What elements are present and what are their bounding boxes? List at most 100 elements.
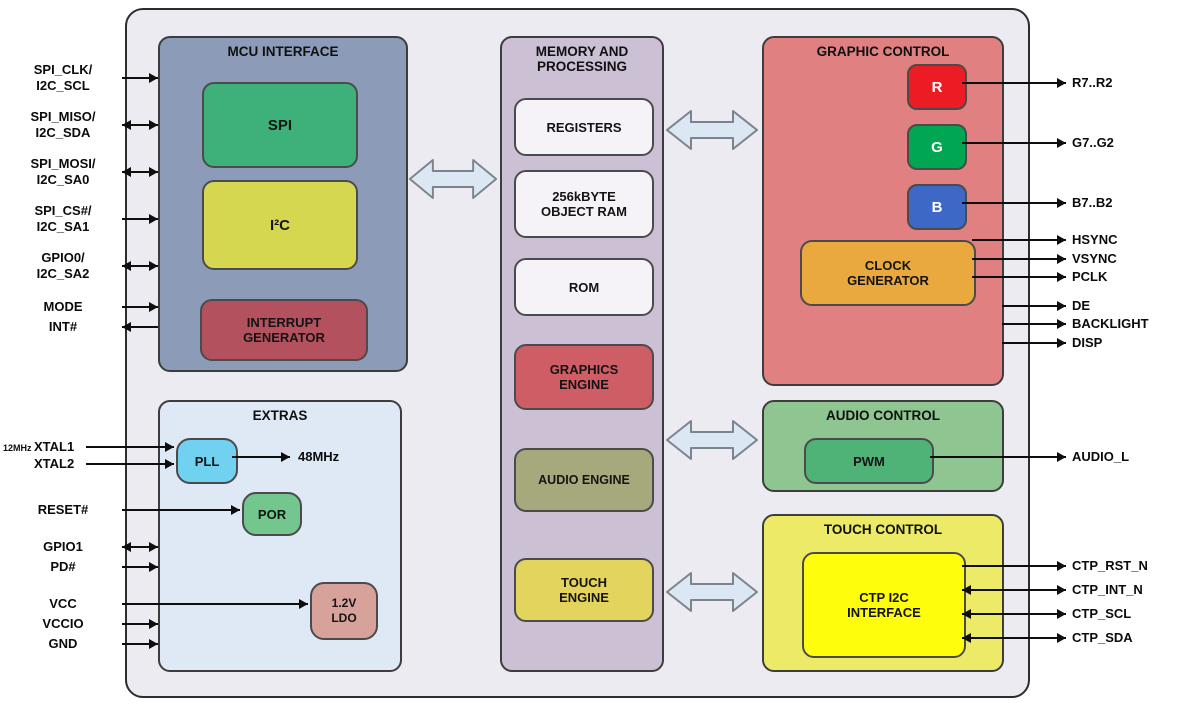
- rom-block: ROM: [514, 258, 654, 316]
- pin-label-b7-b2: B7..B2: [1072, 195, 1113, 210]
- arrowhead-right-ctp-scl-icon: [1057, 609, 1066, 619]
- pin-label-gpio1: GPIO1: [43, 539, 83, 554]
- bus-arrow-memory-touch-icon: [666, 572, 758, 612]
- ldo-block: 1.2V LDO: [310, 582, 378, 640]
- arrowhead-right-pd-icon: [149, 562, 158, 572]
- wire-backlight: [1002, 323, 1066, 325]
- pin-label-ctp-int-n: CTP_INT_N: [1072, 582, 1143, 597]
- wire-spi-mosi-i2c-sa0: [122, 171, 158, 173]
- audio-control-block: AUDIO CONTROL PWM: [762, 400, 1004, 492]
- pin-label-hsync: HSYNC: [1072, 232, 1118, 247]
- blue-channel-block: B: [907, 184, 967, 230]
- pwm-block: PWM: [804, 438, 934, 484]
- arrowhead-right-ctp-int-n-icon: [1057, 585, 1066, 595]
- pin-label-backlight: BACKLIGHT: [1072, 316, 1149, 331]
- audio-engine-block: AUDIO ENGINE: [514, 448, 654, 512]
- arrowhead-right-pclk-icon: [1057, 272, 1066, 282]
- arrowhead-right-xtal1-icon: [165, 442, 174, 452]
- arrowhead-left-spi-miso-i2c-sda-icon: [122, 120, 131, 130]
- arrowhead-left-gpio0-i2c-sa2-icon: [122, 261, 131, 271]
- arrowhead-left-ctp-scl-icon: [962, 609, 971, 619]
- pin-label-ctp-scl: CTP_SCL: [1072, 606, 1132, 621]
- red-channel-block: R: [907, 64, 967, 110]
- pin-label-vcc: VCC: [49, 596, 77, 611]
- memory-processing-title: MEMORY AND PROCESSING: [535, 44, 629, 74]
- touch-control-block: TOUCH CONTROL CTP I2C INTERFACE: [762, 514, 1004, 672]
- wire-spi-cs-i2c-sa1: [122, 218, 158, 220]
- arrowhead-right-hsync-icon: [1057, 235, 1066, 245]
- wire-b7-b2: [962, 202, 1066, 204]
- wire-r7-r2: [962, 82, 1066, 84]
- arrowhead-right-backlight-icon: [1057, 319, 1066, 329]
- arrowhead-right-vcc-icon: [299, 599, 308, 609]
- pin-label-ctp-rst-n: CTP_RST_N: [1072, 558, 1148, 573]
- object-ram-block: 256kBYTE OBJECT RAM: [514, 170, 654, 238]
- arrowhead-left-gpio1-icon: [122, 542, 131, 552]
- xtal1-frequency-label: 12MHz: [3, 443, 32, 453]
- pin-label-audio-l: AUDIO_L: [1072, 449, 1130, 464]
- memory-processing-block: MEMORY AND PROCESSING REGISTERS 256kBYTE…: [500, 36, 664, 672]
- arrowhead-right-gnd-icon: [149, 639, 158, 649]
- spi-block: SPI: [202, 82, 358, 168]
- audio-control-title: AUDIO CONTROL: [826, 408, 940, 423]
- graphic-control-block: GRAPHIC CONTROL R G B CLOCK GENERATOR: [762, 36, 1004, 386]
- arrowhead-left-ctp-int-n-icon: [962, 585, 971, 595]
- pin-label-vsync: VSYNC: [1072, 251, 1117, 266]
- arrowhead-right-xtal2-icon: [165, 459, 174, 469]
- pin-label-gpio0-i2c-sa2: GPIO0/ I2C_SA2: [36, 250, 90, 281]
- wire-int: [122, 326, 158, 328]
- wire-vsync: [972, 258, 1066, 260]
- arrowhead-right-de-icon: [1057, 301, 1066, 311]
- arrowhead-right-ctp-rst-n-icon: [1057, 561, 1066, 571]
- wire-ctp-rst-n: [962, 565, 1066, 567]
- bus-arrow-memory-graphic-icon: [666, 110, 758, 150]
- arrowhead-right-gpio1-icon: [149, 542, 158, 552]
- wire-reset: [122, 509, 240, 511]
- arrowhead-right-ctp-sda-icon: [1057, 633, 1066, 643]
- arrowhead-right-spi-cs-i2c-sa1-icon: [149, 214, 158, 224]
- wire-mode: [122, 306, 158, 308]
- pin-label-xtal1: XTAL1: [34, 439, 75, 454]
- pin-label-vccio: VCCIO: [42, 616, 84, 631]
- wire-vccio: [122, 623, 158, 625]
- clock-generator-block: CLOCK GENERATOR: [800, 240, 976, 306]
- ctp-i2c-interface-block: CTP I2C INTERFACE: [802, 552, 966, 658]
- graphics-engine-block: GRAPHICS ENGINE: [514, 344, 654, 410]
- pll-output-arrowhead-icon: [281, 452, 290, 462]
- pin-label-pclk: PCLK: [1072, 269, 1108, 284]
- wire-audio-l: [930, 456, 1066, 458]
- arrowhead-right-mode-icon: [149, 302, 158, 312]
- arrowhead-right-spi-mosi-i2c-sa0-icon: [149, 167, 158, 177]
- pin-label-disp: DISP: [1072, 335, 1103, 350]
- registers-block: REGISTERS: [514, 98, 654, 156]
- bus-arrow-memory-audio-icon: [666, 420, 758, 460]
- wire-xtal2: [86, 463, 174, 465]
- pin-label-spi-miso-i2c-sda: SPI_MISO/ I2C_SDA: [30, 109, 96, 140]
- pin-label-int: INT#: [48, 319, 78, 334]
- wire-hsync: [972, 239, 1066, 241]
- wire-ctp-scl: [962, 613, 1066, 615]
- wire-disp: [1002, 342, 1066, 344]
- pin-label-xtal2: XTAL2: [34, 456, 75, 471]
- mcu-interface-block: MCU INTERFACE SPI I²C INTERRUPT GENERATO…: [158, 36, 408, 372]
- mcu-interface-title: MCU INTERFACE: [227, 44, 339, 59]
- arrowhead-right-spi-clk-i2c-scl-icon: [149, 73, 158, 83]
- pin-label-spi-clk-i2c-scl: SPI_CLK/ I2C_SCL: [33, 62, 93, 93]
- wire-ctp-sda: [962, 637, 1066, 639]
- pin-label-g7-g2: G7..G2: [1072, 135, 1114, 150]
- wire-ctp-int-n: [962, 589, 1066, 591]
- arrowhead-right-spi-miso-i2c-sda-icon: [149, 120, 158, 130]
- touch-control-title: TOUCH CONTROL: [823, 522, 943, 537]
- graphic-control-title: GRAPHIC CONTROL: [816, 44, 950, 59]
- arrowhead-right-disp-icon: [1057, 338, 1066, 348]
- arrowhead-left-int-icon: [122, 322, 131, 332]
- por-block: POR: [242, 492, 302, 536]
- pin-label-ctp-sda: CTP_SDA: [1072, 630, 1133, 645]
- pin-label-spi-cs-i2c-sa1: SPI_CS#/ I2C_SA1: [34, 203, 92, 234]
- arrowhead-left-spi-mosi-i2c-sa0-icon: [122, 167, 131, 177]
- arrowhead-right-g7-g2-icon: [1057, 138, 1066, 148]
- wire-de: [1002, 305, 1066, 307]
- wire-pclk: [972, 276, 1066, 278]
- wire-spi-miso-i2c-sda: [122, 124, 158, 126]
- wire-vcc: [122, 603, 308, 605]
